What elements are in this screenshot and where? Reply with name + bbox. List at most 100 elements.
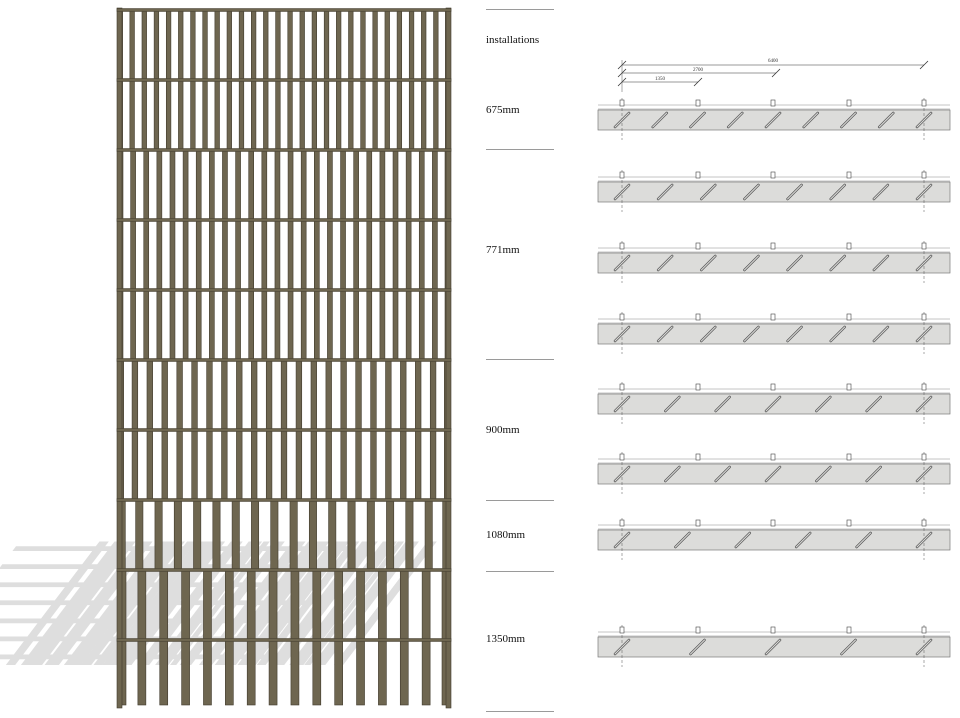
separator-line — [486, 500, 554, 501]
vertical-fin — [235, 149, 241, 361]
zone-label-1350: 1350mm — [486, 633, 526, 645]
plan-fin-highlight — [743, 255, 760, 271]
bracket-mark — [619, 99, 625, 107]
bracket-mark — [846, 99, 852, 107]
dimension-text-half: 2700 — [693, 68, 704, 73]
plan-fin-highlight — [614, 112, 630, 128]
dimension-tick — [919, 60, 929, 70]
plan-fin-highlight — [614, 639, 630, 655]
vertical-fin — [378, 569, 387, 706]
horizontal-beams — [116, 8, 452, 642]
vertical-fin — [334, 569, 343, 706]
plan-fin-highlight — [866, 466, 882, 482]
plan-row — [597, 382, 951, 424]
bracket-mark — [846, 171, 852, 179]
horizontal-beam — [116, 568, 452, 572]
horizontal-beam — [116, 638, 452, 642]
plan-fin-highlight — [614, 466, 630, 482]
bracket-mark — [770, 171, 776, 179]
plan-fin-highlight — [727, 112, 743, 128]
plan-row — [597, 170, 951, 212]
vertical-fin — [392, 149, 399, 361]
facade-elevation — [0, 7, 452, 709]
bracket-mark — [619, 519, 625, 527]
plan-fin-highlight — [803, 112, 819, 128]
plan-fin-highlight — [873, 184, 889, 200]
vertical-fin — [143, 149, 150, 361]
plan-fin-highlight — [840, 639, 857, 655]
separator-line — [486, 9, 554, 10]
bracket-mark — [619, 171, 625, 179]
vertical-fin — [182, 149, 189, 361]
plan-fin-highlight — [652, 112, 668, 128]
horizontal-beam — [116, 218, 452, 222]
vertical-fin — [314, 149, 320, 361]
vertical-fin — [405, 499, 414, 571]
bracket-mark — [695, 626, 701, 634]
plan-fin-highlight — [765, 466, 781, 482]
plan-fin-highlight — [689, 639, 706, 655]
vertical-fin — [181, 569, 190, 706]
plan-fin-highlight — [664, 466, 680, 482]
vertical-fin — [347, 499, 356, 571]
vertical-fin — [169, 149, 176, 361]
plan-fin-highlight — [916, 255, 932, 271]
bracket-mark — [770, 453, 776, 461]
plan-fin-highlight — [765, 639, 781, 655]
vertical-fin — [312, 569, 322, 706]
vertical-fin — [156, 149, 163, 361]
vertical-fin — [289, 499, 298, 571]
plan-fin-highlight — [830, 326, 846, 342]
plan-fin-highlight — [815, 466, 831, 482]
plan-fin-highlight — [856, 532, 872, 548]
horizontal-beam — [116, 498, 452, 502]
vertical-fin — [231, 499, 240, 571]
vertical-fin — [246, 569, 256, 706]
bracket-mark — [770, 99, 776, 107]
vertical-fin — [421, 569, 431, 706]
vertical-fin — [270, 499, 279, 571]
vertical-fin — [366, 499, 375, 571]
bracket-mark — [619, 242, 625, 250]
plan-row — [597, 241, 951, 283]
vertical-fin — [356, 569, 365, 706]
bracket-mark — [695, 519, 701, 527]
bracket-mark — [846, 519, 852, 527]
plan-fin-highlight — [743, 184, 760, 200]
bracket-mark — [921, 99, 927, 107]
vertical-fin — [251, 499, 260, 571]
vertical-fin — [366, 149, 373, 361]
dimension-tick — [693, 77, 703, 87]
horizontal-beam — [116, 8, 452, 12]
vertical-fin — [225, 569, 234, 706]
plan-fin-highlight — [916, 532, 932, 548]
plan-sections: 6400 2700 1350 — [597, 59, 951, 667]
dimension-text-total: 6400 — [768, 59, 779, 64]
plan-row — [597, 98, 951, 140]
bracket-mark — [921, 171, 927, 179]
horizontal-beam — [116, 78, 452, 82]
vertical-fin — [209, 149, 215, 361]
plan-fin-highlight — [916, 639, 932, 655]
vertical-fin — [340, 149, 346, 361]
plan-fin-highlight — [916, 466, 932, 482]
bracket-mark — [695, 99, 701, 107]
bracket-mark — [921, 626, 927, 634]
shadow-beam — [0, 600, 315, 606]
vertical-fin — [173, 499, 182, 571]
bracket-mark — [619, 383, 625, 391]
vertical-fin — [135, 499, 144, 571]
plan-row — [597, 625, 951, 667]
bracket-mark — [695, 313, 701, 321]
vertical-fin — [212, 499, 221, 571]
bracket-mark — [695, 242, 701, 250]
vertical-fin — [203, 569, 212, 706]
bracket-mark — [770, 626, 776, 634]
vertical-fin — [193, 499, 202, 571]
plan-fin-highlight — [664, 396, 680, 412]
plan-slab — [597, 181, 951, 203]
bracket-mark — [695, 383, 701, 391]
separator-line — [486, 359, 554, 360]
vertical-fin — [386, 499, 395, 571]
spacing-labels: installations 675mm 771mm 900mm 1080mm 1… — [480, 0, 580, 718]
